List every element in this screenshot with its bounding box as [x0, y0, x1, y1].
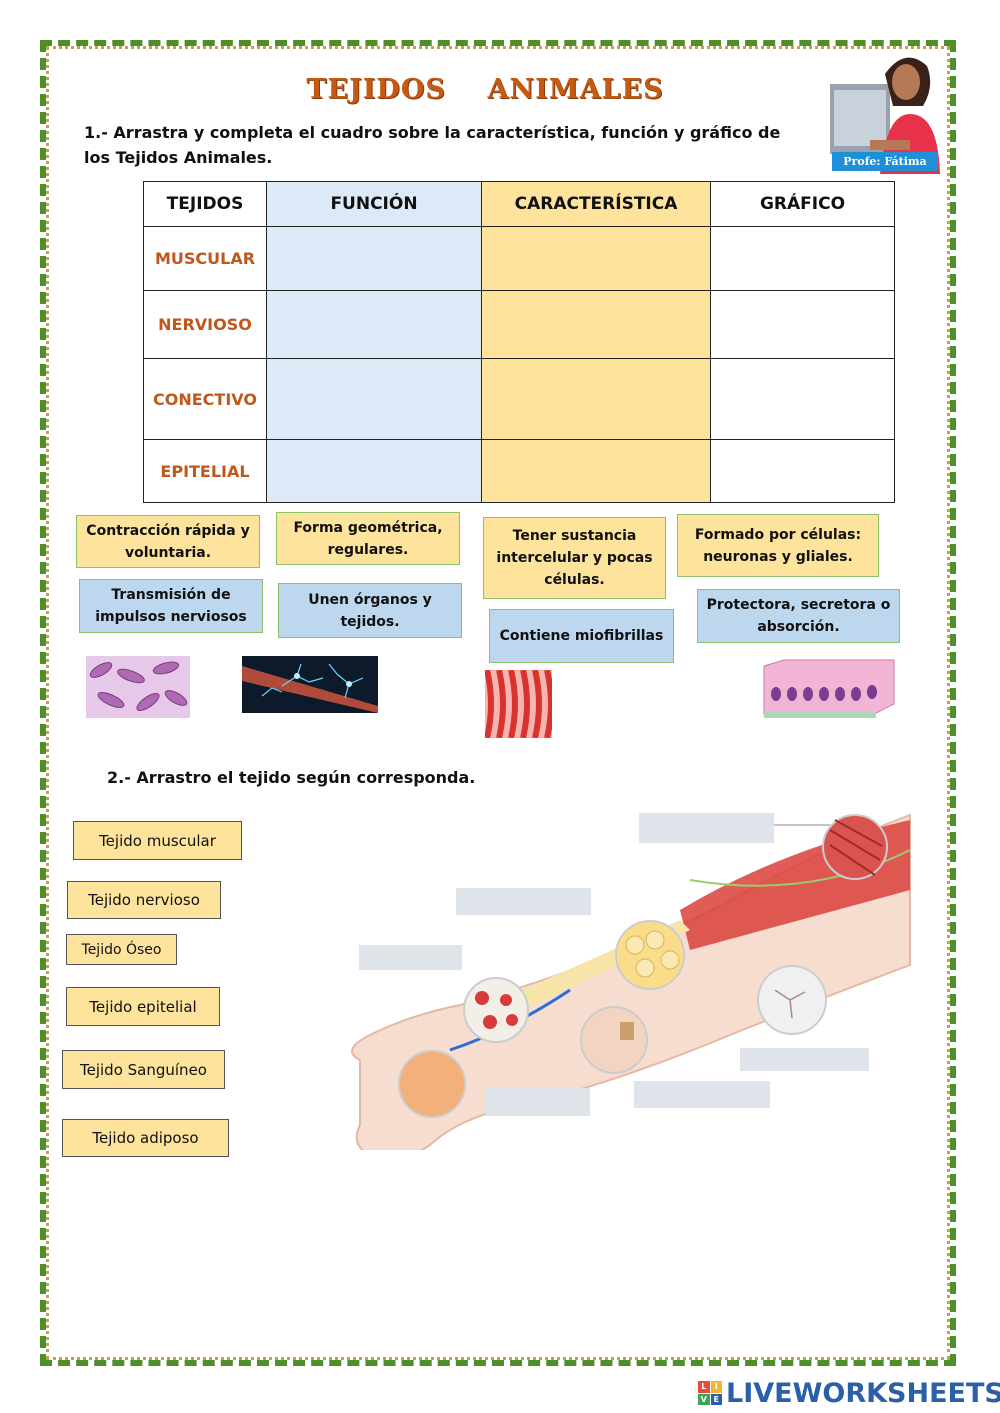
decorative-border [40, 40, 956, 1366]
option-tejido-nervioso[interactable]: Tejido nervioso [67, 881, 221, 919]
connective-tissue-image[interactable] [86, 656, 190, 718]
drop-caracteristica-muscular[interactable] [481, 226, 711, 291]
table-header-row: TEJIDOS FUNCIÓN CARACTERÍSTICA GRÁFICO [143, 181, 895, 227]
card-miofibrillas[interactable]: Contiene miofibrillas [489, 609, 674, 663]
drop-caracteristica-epitelial[interactable] [481, 439, 711, 503]
diagram-drop-blood[interactable] [359, 945, 462, 970]
header-caracteristica: CARACTERÍSTICA [481, 181, 711, 227]
epithelial-tissue-image[interactable] [760, 656, 897, 720]
tissue-table: TEJIDOS FUNCIÓN CARACTERÍSTICA GRÁFICO M… [143, 181, 895, 503]
table-row: NERVIOSO [143, 290, 895, 359]
table-row: MUSCULAR [143, 226, 895, 291]
row-label-nervioso: NERVIOSO [143, 290, 267, 359]
drop-funcion-conectivo[interactable] [266, 358, 482, 440]
drop-grafico-muscular[interactable] [710, 226, 895, 291]
card-contraccion[interactable]: Contracción rápida y voluntaria. [76, 515, 260, 568]
diagram-drop-epithelial[interactable] [486, 1088, 590, 1116]
logo-mark-letter: L [698, 1381, 710, 1393]
header-grafico: GRÁFICO [710, 181, 895, 227]
card-sustancia-intercelular[interactable]: Tener sustancia intercelular y pocas cél… [483, 517, 666, 599]
muscle-tissue-image[interactable] [485, 670, 552, 738]
card-transmision[interactable]: Transmisión de impulsos nerviosos [79, 579, 263, 633]
logo-mark-letter: E [710, 1393, 722, 1405]
teacher-caption: Profe: Fátima [832, 152, 938, 171]
logo-mark-letter: V [698, 1393, 710, 1405]
option-tejido-oseo[interactable]: Tejido Óseo [66, 934, 177, 965]
diagram-drop-adipose[interactable] [456, 888, 591, 915]
drop-funcion-nervioso[interactable] [266, 290, 482, 359]
row-label-epitelial: EPITELIAL [143, 439, 267, 503]
card-forma-geometrica[interactable]: Forma geométrica, regulares. [276, 512, 460, 565]
option-tejido-adiposo[interactable]: Tejido adiposo [62, 1119, 229, 1157]
liveworksheets-logo: L I V E LIVEWORKSHEETS [698, 1376, 1000, 1410]
logo-mark-letter: I [710, 1381, 722, 1393]
drop-funcion-muscular[interactable] [266, 226, 482, 291]
diagram-drop-nervous[interactable] [740, 1048, 869, 1071]
drop-caracteristica-nervioso[interactable] [481, 290, 711, 359]
table-row: EPITELIAL [143, 439, 895, 503]
logo-text: LIVEWORKSHEETS [726, 1377, 1000, 1409]
instruction-2: 2.- Arrastro el tejido según corresponda… [107, 768, 476, 787]
card-unen-organos[interactable]: Unen órganos y tejidos. [278, 583, 462, 638]
drop-grafico-epitelial[interactable] [710, 439, 895, 503]
row-label-conectivo: CONECTIVO [143, 358, 267, 440]
drop-grafico-nervioso[interactable] [710, 290, 895, 359]
card-protectora[interactable]: Protectora, secretora o absorción. [697, 589, 900, 643]
diagram-drop-bone[interactable] [634, 1081, 770, 1108]
drop-caracteristica-conectivo[interactable] [481, 358, 711, 440]
header-funcion: FUNCIÓN [266, 181, 482, 227]
row-label-muscular: MUSCULAR [143, 226, 267, 291]
diagram-drop-muscle[interactable] [639, 813, 774, 843]
header-tejidos: TEJIDOS [143, 181, 267, 227]
page-title: TEJIDOS ANIMALES [306, 74, 664, 105]
nervous-tissue-image[interactable] [242, 656, 378, 713]
instruction-1: 1.- Arrastra y completa el cuadro sobre … [84, 123, 781, 167]
table-row: CONECTIVO [143, 358, 895, 440]
card-neuronas-gliales[interactable]: Formado por células: neuronas y gliales. [677, 514, 879, 577]
arm-tissues-illustration [351, 813, 911, 1150]
drop-funcion-epitelial[interactable] [266, 439, 482, 503]
logo-mark-icon: L I V E [698, 1381, 722, 1405]
option-tejido-epitelial[interactable]: Tejido epitelial [66, 987, 220, 1026]
option-tejido-muscular[interactable]: Tejido muscular [73, 821, 242, 860]
drop-grafico-conectivo[interactable] [710, 358, 895, 440]
decorative-border-inner [46, 46, 950, 1360]
option-tejido-sanguineo[interactable]: Tejido Sanguíneo [62, 1050, 225, 1089]
